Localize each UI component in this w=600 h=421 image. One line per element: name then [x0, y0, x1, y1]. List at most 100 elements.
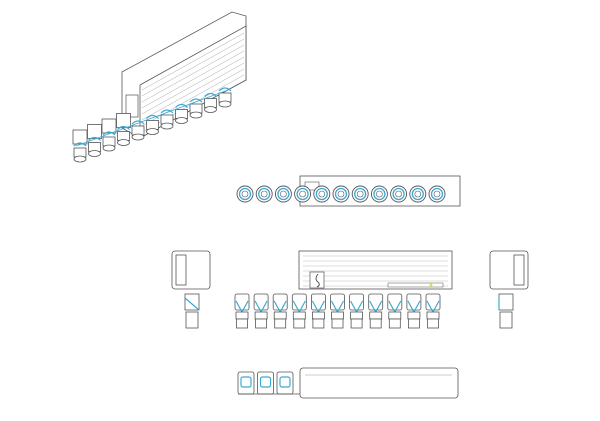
connector-top [370, 185, 388, 203]
connector [204, 92, 217, 113]
connector-nut [117, 139, 130, 146]
connector-nut [274, 318, 287, 329]
connector-seal [258, 187, 271, 201]
connector-nut [189, 111, 203, 119]
connector-top [313, 185, 331, 203]
connector-seal [430, 187, 444, 201]
module-front-outline [298, 250, 453, 290]
connector-front [272, 293, 288, 329]
connector-seal [315, 187, 328, 201]
connector-housing [116, 113, 131, 128]
connector-plug [350, 311, 364, 320]
label-strip [387, 282, 444, 288]
connector-latch [204, 92, 217, 97]
mount-bracket [125, 94, 139, 118]
connector [87, 124, 102, 157]
connector-housing [72, 129, 88, 145]
rib-line [141, 44, 245, 103]
connector-front [253, 293, 269, 329]
connector-plug [235, 311, 249, 320]
connector-nut [175, 117, 188, 124]
connector-seal [279, 376, 291, 388]
connector [175, 103, 188, 124]
connector [72, 129, 88, 163]
connector-front [310, 293, 326, 329]
connector [189, 98, 203, 119]
side-bracket [175, 254, 187, 286]
connector-latch [218, 87, 232, 92]
connector-nut [102, 144, 116, 152]
connector [146, 114, 159, 135]
connector-top [351, 185, 369, 203]
connector-seal [334, 187, 348, 201]
connector-nut [312, 318, 325, 329]
connector-nut [218, 100, 232, 108]
connector-seal [238, 187, 252, 201]
connector-top [255, 185, 273, 203]
connector-core [356, 190, 364, 198]
connector-nut [255, 318, 268, 329]
connector-plug [369, 311, 383, 320]
connector-housing [87, 124, 102, 139]
connector-latch [184, 297, 200, 311]
connector-front [291, 293, 307, 329]
isometric-view [72, 11, 247, 163]
connector-latch [131, 120, 145, 125]
connector-front [368, 293, 384, 329]
connector-seal [240, 376, 252, 388]
status-led [429, 283, 433, 287]
connector-plug [254, 311, 268, 320]
connector-seal [354, 187, 367, 201]
connector-housing [101, 118, 117, 134]
connector-nut [146, 128, 159, 135]
logo-mark [315, 273, 320, 288]
connector-nut [88, 150, 101, 157]
connector-front [349, 293, 365, 329]
connector-latch [189, 98, 203, 103]
connector-seal [277, 187, 290, 201]
connector-core [414, 190, 422, 198]
connector-seal [373, 187, 386, 201]
connector [116, 113, 131, 146]
connector-front [387, 293, 403, 329]
connector-core [299, 190, 306, 198]
bottom-view [237, 367, 459, 399]
front-view [234, 250, 453, 329]
connector-core [395, 190, 402, 198]
connector [160, 109, 174, 130]
connector-latch [102, 131, 116, 136]
connector-top [428, 185, 446, 203]
connector-core [280, 190, 287, 198]
connector-plug [407, 311, 421, 320]
connector-housing [498, 293, 514, 311]
connector-latch [160, 109, 174, 114]
connector-latch [146, 114, 159, 119]
connector-plug [426, 311, 440, 320]
connector-nut [331, 318, 344, 329]
connector-nut [73, 155, 87, 163]
connector-nut [160, 122, 174, 130]
connector-front [330, 293, 345, 329]
connector-top [294, 185, 312, 203]
left-side-view [171, 250, 211, 329]
connector-front [406, 293, 422, 329]
connector-plug [388, 311, 402, 320]
rib-line [141, 50, 245, 109]
connector-seal [259, 376, 272, 388]
connector-housing [184, 293, 200, 311]
connector-bottom [237, 371, 255, 395]
connector-bottom [257, 371, 274, 395]
connector-nut [407, 318, 420, 329]
connector-plug [273, 311, 287, 320]
connector-nut [293, 318, 306, 329]
connector-latch [88, 136, 101, 141]
top-view [236, 175, 461, 207]
connector-plug [331, 311, 344, 320]
connector-plug [292, 311, 306, 320]
connector-nut [427, 318, 439, 329]
rib-line [141, 68, 245, 127]
connector-top [332, 185, 350, 203]
logo-plate [309, 271, 325, 289]
connector-core [260, 190, 268, 198]
